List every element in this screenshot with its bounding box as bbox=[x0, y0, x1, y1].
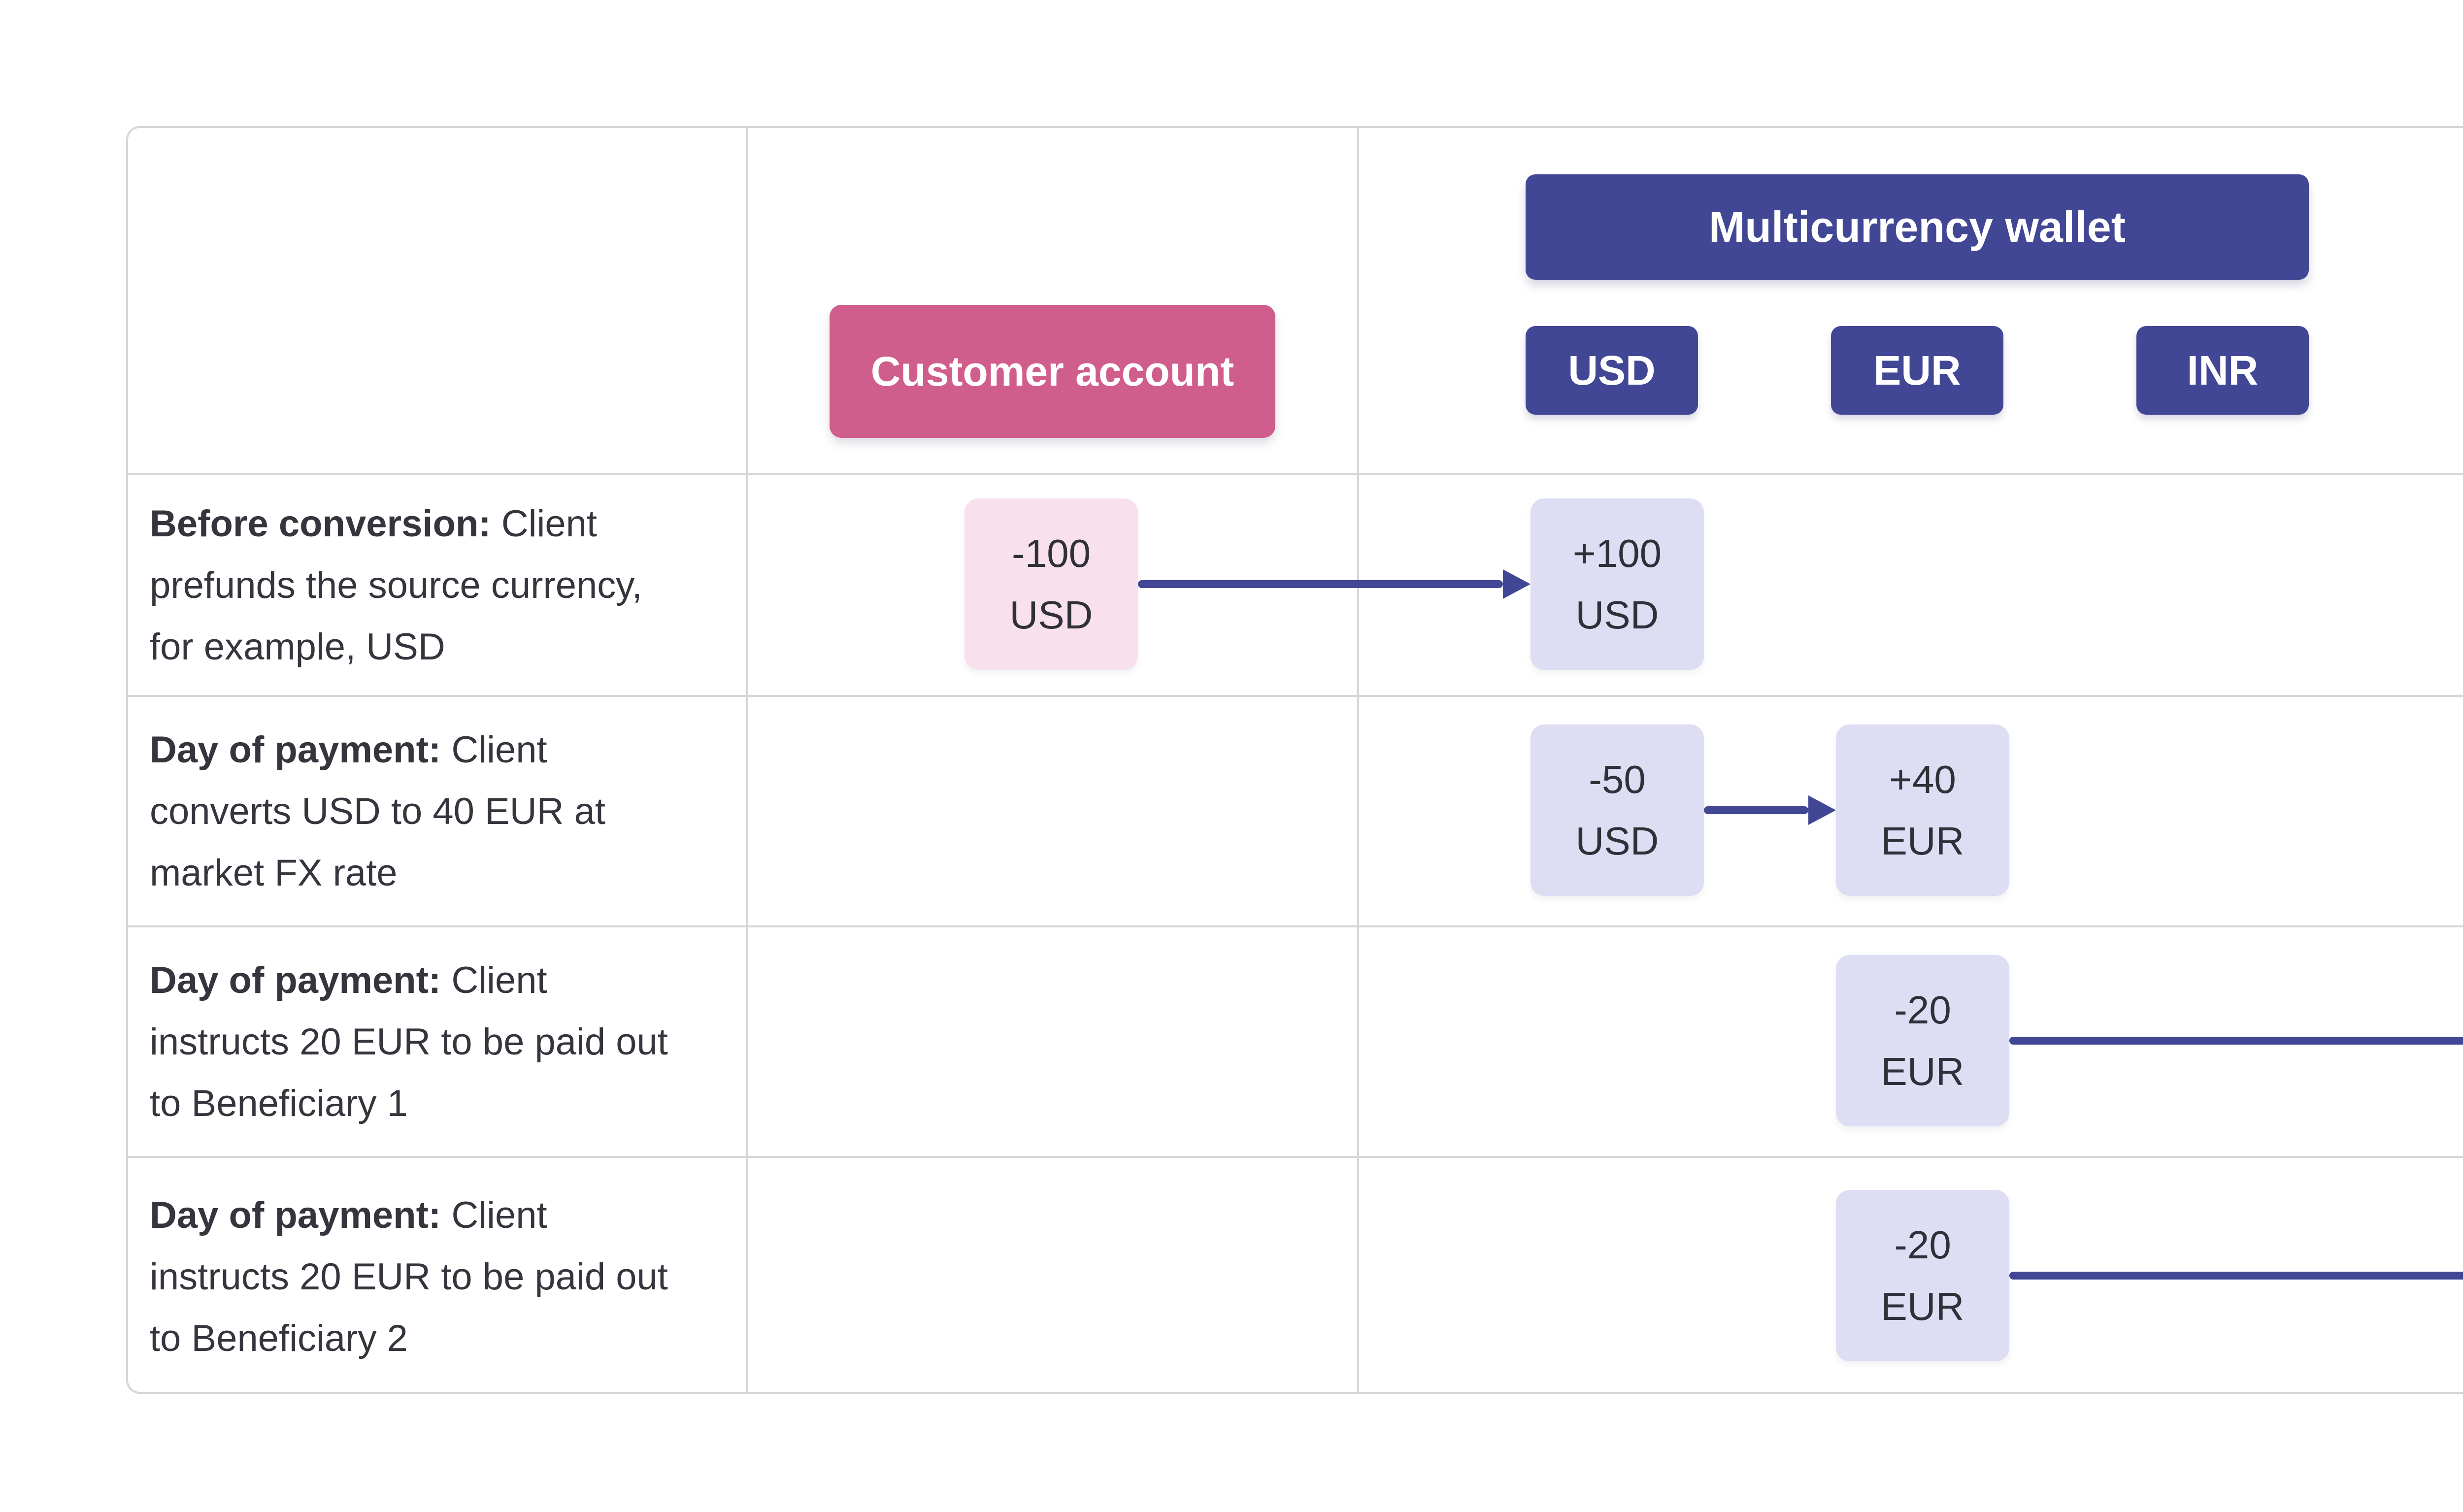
amount-box-debit-customer: -100 USD bbox=[965, 498, 1138, 670]
row-label-payout-beneficiary-2: Day of payment: Client instructs 20 EUR … bbox=[128, 1156, 746, 1392]
row-label-text: Day of payment: Client converts USD to 4… bbox=[150, 728, 606, 894]
grid-cell bbox=[1357, 925, 2463, 1156]
amount-box-credit-eur-wallet: +40 EUR bbox=[1836, 724, 2009, 896]
wallet-currency-row: USD EUR INR bbox=[1526, 326, 2309, 415]
grid-cell bbox=[746, 925, 1357, 1156]
customer-account-chip: Customer account bbox=[829, 305, 1276, 438]
amount-box-credit-usd-wallet: +100 USD bbox=[1531, 498, 1704, 670]
flow-arrow-right-icon bbox=[2009, 1037, 2463, 1045]
row-label-payout-beneficiary-1: Day of payment: Client instructs 20 EUR … bbox=[128, 925, 746, 1156]
flow-grid: Customer account Multicurrency wallet US… bbox=[128, 128, 2463, 1392]
multicurrency-flow-table: Customer account Multicurrency wallet US… bbox=[126, 126, 2463, 1394]
grid-cell bbox=[1357, 695, 2463, 925]
header-cell-customer-account: Customer account bbox=[746, 128, 1357, 473]
grid-cell bbox=[746, 473, 1357, 695]
row-label-conversion: Day of payment: Client converts USD to 4… bbox=[128, 695, 746, 925]
multicurrency-wallet-chip: Multicurrency wallet bbox=[1526, 174, 2309, 280]
grid-cell bbox=[746, 695, 1357, 925]
amount-box-debit-usd-wallet: -50 USD bbox=[1531, 724, 1704, 896]
flow-arrow-right-icon bbox=[2009, 1272, 2463, 1280]
flow-overlay: -100 USD +100 USD -50 USD +40 EUR -20 EU… bbox=[128, 128, 2463, 1392]
grid-cell bbox=[746, 1156, 1357, 1392]
row-label-text: Day of payment: Client instructs 20 EUR … bbox=[150, 959, 668, 1124]
currency-chip-inr: INR bbox=[2136, 326, 2309, 415]
flow-arrow-right-icon bbox=[1704, 806, 1808, 814]
row-label-before-conversion: Before conversion: Client prefunds the s… bbox=[128, 473, 746, 695]
currency-chip-eur: EUR bbox=[1831, 326, 2003, 415]
flow-arrow-right-icon bbox=[1138, 580, 1503, 588]
row-label-text: Day of payment: Client instructs 20 EUR … bbox=[150, 1194, 668, 1359]
header-cell-multicurrency-wallet: Multicurrency wallet USD EUR INR bbox=[1357, 128, 2463, 473]
row-label-text: Before conversion: Client prefunds the s… bbox=[150, 502, 642, 668]
grid-cell bbox=[1357, 1156, 2463, 1392]
currency-chip-usd: USD bbox=[1526, 326, 1698, 415]
amount-box-debit-eur-wallet: -20 EUR bbox=[1836, 1190, 2009, 1361]
amount-box-debit-eur-wallet: -20 EUR bbox=[1836, 955, 2009, 1126]
